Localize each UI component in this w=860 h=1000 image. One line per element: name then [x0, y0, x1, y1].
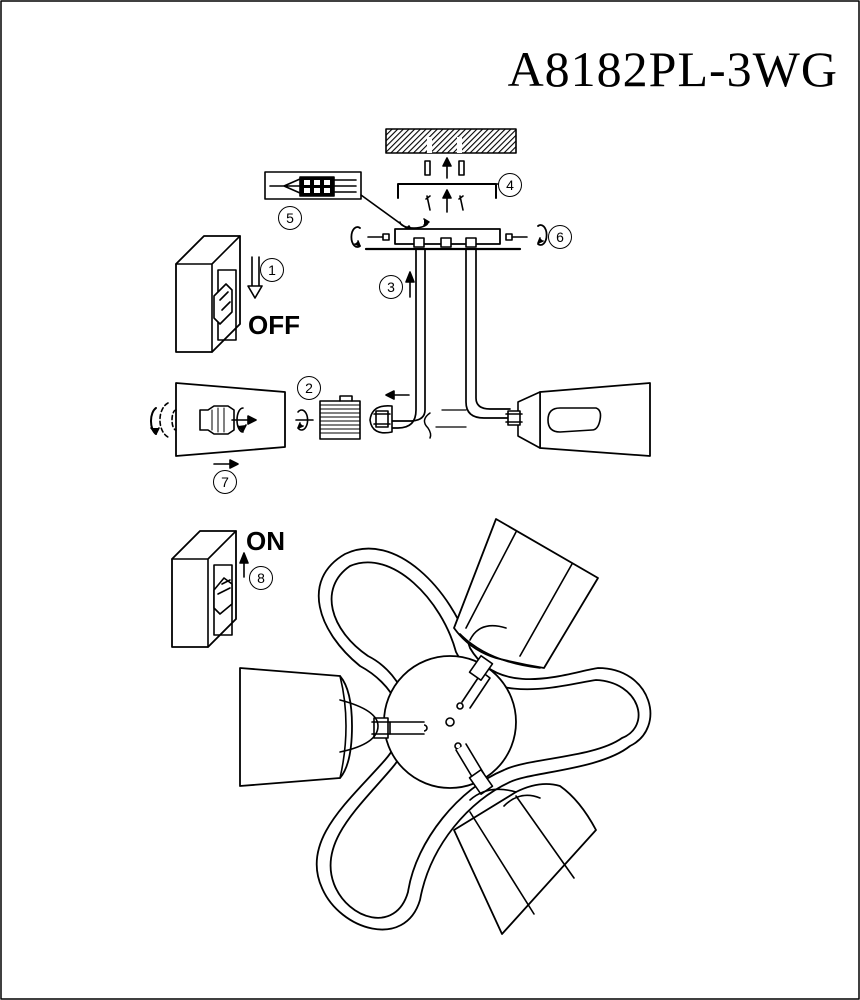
step-7-marker: 7 — [213, 470, 237, 494]
glass-shade-right — [505, 382, 651, 457]
model-code: A8182PL-3WG — [507, 41, 838, 97]
step-4-marker: 4 — [498, 173, 522, 197]
lamp-socket — [319, 395, 361, 440]
fixture-shade-bottom — [453, 783, 597, 935]
switch-off-label: OFF — [248, 310, 300, 340]
arm-right — [423, 248, 511, 439]
fixture-shade-top — [453, 518, 599, 669]
wall-switch-on — [171, 530, 249, 648]
canopy — [364, 218, 522, 251]
step-2-marker: 2 — [297, 376, 321, 400]
step-6-marker: 6 — [548, 225, 572, 249]
wall-switch-off — [175, 235, 263, 353]
switch-on-label: ON — [246, 526, 285, 556]
arm-left — [377, 248, 426, 429]
side-screw-left — [350, 226, 390, 248]
fixture-arm-top — [461, 654, 494, 709]
step-5-marker: 5 — [278, 206, 302, 230]
glass-shade-left — [150, 382, 286, 469]
step-1-marker: 1 — [260, 258, 284, 282]
ceiling-block — [385, 128, 517, 154]
side-screw-right — [505, 224, 548, 246]
step-3-marker: 3 — [379, 275, 403, 299]
anchor-plugs — [424, 157, 465, 179]
fixture-shade-left — [239, 667, 379, 787]
step-8-marker: 8 — [249, 566, 273, 590]
mounting-bracket — [397, 183, 497, 213]
arm-end-cap — [369, 390, 410, 434]
